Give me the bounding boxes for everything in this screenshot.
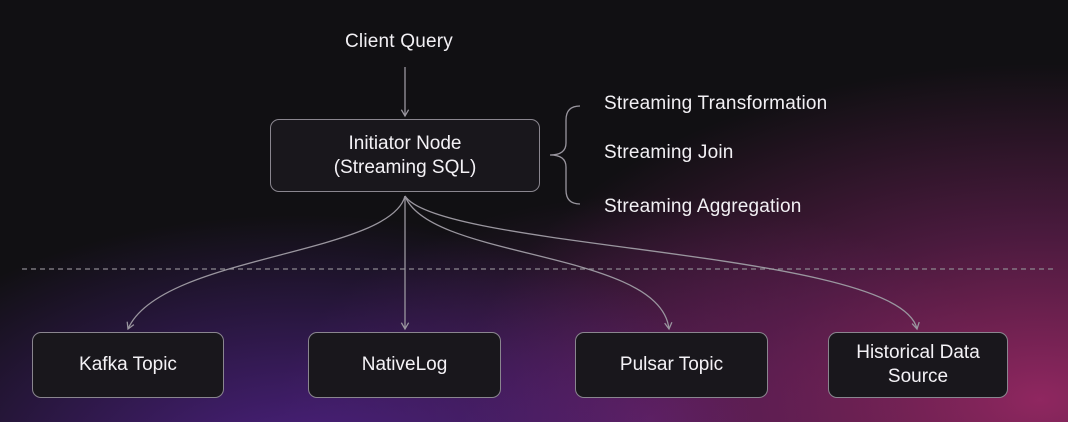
initiator-node-subtitle: (Streaming SQL): [333, 156, 477, 178]
source-node-pulsar-topic: Pulsar Topic: [575, 332, 768, 398]
capabilities-brace: [549, 105, 581, 205]
source-node-nativelog: NativeLog: [308, 332, 501, 398]
client-query-label: Client Query: [345, 31, 453, 52]
initiator-node-title: Initiator Node: [348, 132, 462, 154]
source-node-label: Pulsar Topic: [619, 354, 724, 375]
capability-streaming-join: Streaming Join: [604, 142, 734, 163]
source-node-kafka-topic: Kafka Topic: [32, 332, 224, 398]
source-node-label: Kafka Topic: [79, 354, 177, 375]
initiator-to-kafka-arrow: [126, 195, 406, 331]
source-node-label-line2: Source: [887, 366, 949, 387]
initiator-to-pulsar-arrow: [404, 195, 673, 331]
source-node-label: NativeLog: [361, 354, 448, 375]
source-node-label: Historical Data: [856, 342, 980, 363]
initiator-node: Initiator Node (Streaming SQL): [270, 119, 540, 192]
source-node-historical-data-source: Historical Data Source: [828, 332, 1008, 398]
capability-streaming-aggregation: Streaming Aggregation: [604, 196, 802, 217]
initiator-to-historical-arrow: [404, 195, 920, 331]
capability-streaming-transformation: Streaming Transformation: [604, 93, 828, 114]
